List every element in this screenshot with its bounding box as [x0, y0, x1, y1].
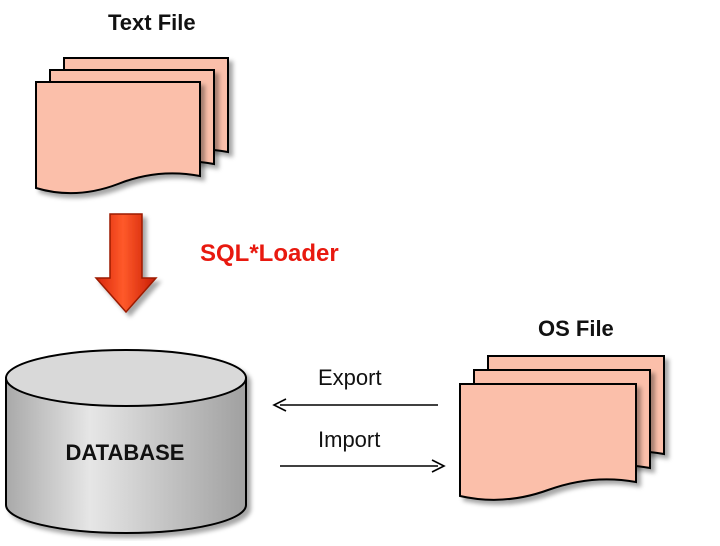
- import-arrow-icon: [280, 459, 446, 473]
- down-arrow-icon: [94, 213, 158, 314]
- export-label: Export: [318, 365, 382, 390]
- database-label: DATABASE: [65, 440, 185, 465]
- os-file-stack-icon: [459, 355, 665, 501]
- os-file-title: OS File: [538, 316, 614, 341]
- document-page: [35, 81, 201, 195]
- document-page: [459, 383, 637, 501]
- sql-loader-label: SQL*Loader: [200, 240, 339, 267]
- database-cylinder-icon: [5, 349, 247, 534]
- export-arrow-icon: [272, 398, 438, 412]
- import-label: Import: [318, 427, 381, 452]
- text-file-stack-icon: [35, 57, 229, 195]
- text-file-title: Text File: [108, 10, 196, 35]
